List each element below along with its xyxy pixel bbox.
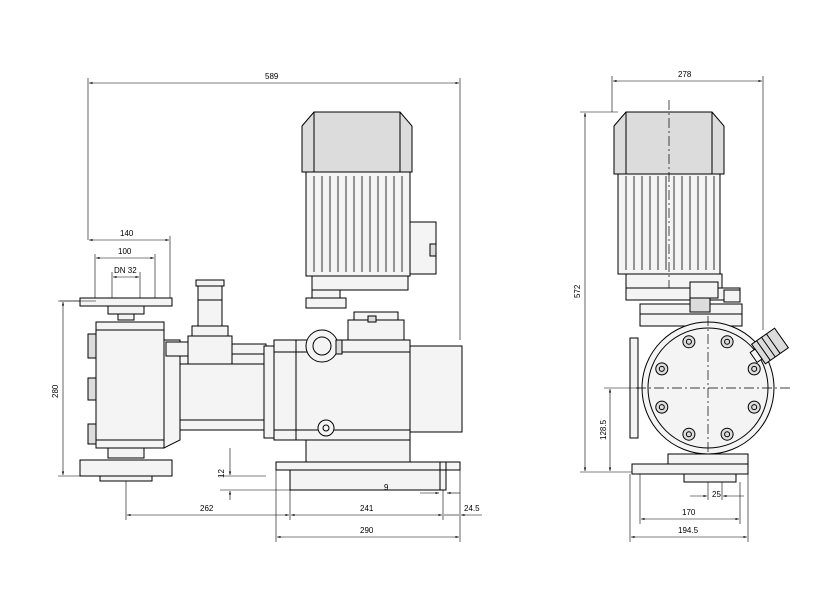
dim-label-9: 9 [384,483,389,492]
head-bolt [747,400,761,414]
dim-label-241: 241 [360,504,374,513]
dim-side-height: 572 [573,111,632,473]
pump-head [636,316,790,462]
head-bolt-inner [751,365,758,372]
dim-label-262: 262 [200,504,214,513]
head-bolt-inner [724,338,731,345]
dim-foot-spacing: 241 [291,504,442,517]
dim-foot-length: 290 [275,470,459,542]
head-bolts [655,335,761,441]
side-view: 278 572 [573,70,790,542]
head-bolt [655,400,669,414]
head-bolt-inner [751,404,758,411]
dim-foot-width: 170 [639,474,741,524]
dim-label-dn32: DN 32 [114,266,137,275]
dim-label-128-5: 128.5 [599,419,608,440]
dim-label-12: 12 [217,469,226,478]
side-stroke-knob [749,327,790,365]
dim-label-170: 170 [682,508,696,517]
front-motor [301,111,437,291]
head-bolt-inner [724,431,731,438]
dim-label-194-5: 194.5 [678,526,699,535]
dim-label-278: 278 [678,70,692,79]
dim-overall-width: 589 [87,72,461,340]
dim-height-to-flange: 280 [51,300,96,477]
motor-cooling-fins [625,176,715,270]
head-bolt-inner [658,404,665,411]
head-bolt [747,362,761,376]
dim-foot-hole: 9 [384,483,460,495]
dim-drive-offset: 262 [125,470,461,542]
front-view: 589 140 100 DN 32 [51,72,482,542]
dim-label-572: 572 [573,284,582,298]
dim-flange-width: 140 [89,229,171,300]
dim-label-280: 280 [51,384,60,398]
dim-foot-hole-width: 25 [690,482,744,500]
motor-cooling-fins [313,176,403,272]
head-bolt [682,427,696,441]
dim-label-140: 140 [120,229,134,238]
head-bolt [682,335,696,349]
dim-base-width: 194.5 [629,474,749,542]
dim-flange-bolt-spacing: 100 [94,247,156,305]
dim-foot-offset: 12 [217,448,290,500]
dim-label-290: 290 [360,526,374,535]
side-motor [613,100,725,300]
dim-side-width: 278 [611,70,764,330]
dim-foot-edge: 24.5 [444,504,482,517]
dim-shaft-height: 128.5 [599,387,640,471]
head-bolt-inner [685,338,692,345]
dim-label-100: 100 [118,247,132,256]
head-bolt [720,427,734,441]
dim-label-24-5: 24.5 [464,504,480,513]
head-bolt-inner [658,365,665,372]
head-bolt-inner [685,431,692,438]
dim-label-25: 25 [712,490,721,499]
head-bolt [655,362,669,376]
head-bolt [720,335,734,349]
dim-label-589: 589 [265,72,279,81]
